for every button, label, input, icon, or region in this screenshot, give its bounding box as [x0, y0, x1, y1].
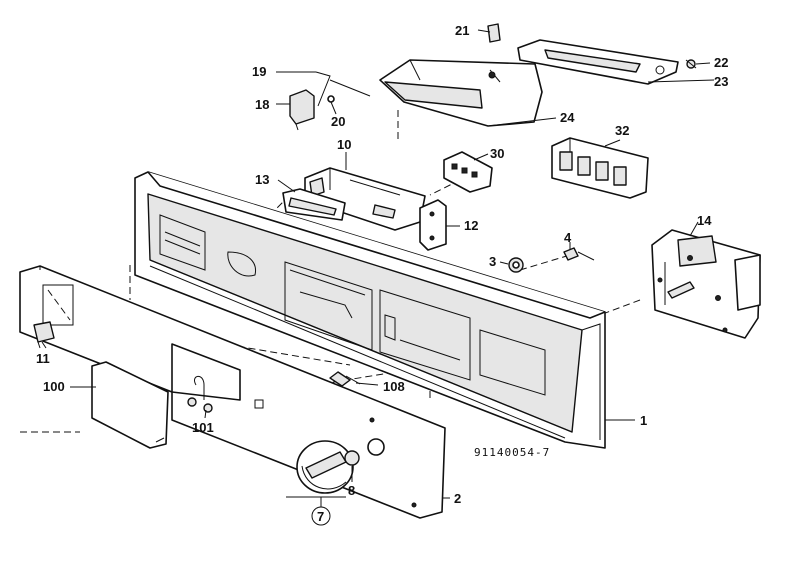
label-part-12: 12: [464, 218, 478, 233]
hook-part-101: [187, 375, 213, 413]
label-part-2: 2: [454, 491, 461, 506]
label-part-13: 13: [255, 172, 269, 187]
leader-lines: [41, 29, 715, 526]
knob-part-7: [296, 440, 354, 494]
label-part-8: 8: [348, 483, 355, 498]
label-part-19: 19: [252, 64, 266, 79]
nut-part-8: [344, 438, 385, 466]
label-part-3: 3: [489, 254, 496, 269]
label-part-21: 21: [455, 23, 469, 38]
label-part-20: 20: [331, 114, 345, 129]
connector-part-30: [443, 151, 493, 193]
label-part-10: 10: [337, 137, 351, 152]
label-part-24: 24: [560, 110, 575, 125]
screw-part-4: [563, 247, 595, 261]
circuit-board-part-14: [651, 229, 761, 339]
label-part-101: 101: [192, 420, 214, 435]
label-part-22: 22: [714, 55, 728, 70]
frame-part-13: [282, 188, 346, 221]
label-part-14: 14: [697, 213, 712, 228]
cover-part-100: [91, 361, 169, 449]
switch-part-18: [289, 89, 315, 131]
label-part-32: 32: [615, 123, 629, 138]
bracket-part-23: [517, 39, 679, 85]
terminal-block-part-32: [551, 137, 649, 199]
label-part-30: 30: [490, 146, 504, 161]
label-part-1: 1: [640, 413, 647, 428]
label-part-11: 11: [36, 351, 50, 366]
part-labels: 21 22 23 19 18 20 24 32 10 30 13 12 14 4…: [36, 23, 728, 524]
bracket-part-12: [419, 199, 447, 251]
label-part-108: 108: [383, 379, 405, 394]
label-part-18: 18: [255, 97, 269, 112]
housing-part-24: [379, 59, 543, 127]
drawing-number: 91140054-7: [474, 446, 550, 459]
label-part-4: 4: [564, 230, 572, 245]
label-part-23: 23: [714, 74, 728, 89]
clip-part-21: [487, 23, 501, 43]
label-part-7: 7: [317, 509, 324, 524]
rod-part-19: [315, 71, 371, 107]
clip-part-11: [33, 321, 55, 349]
screw-part-22: [685, 59, 697, 69]
label-part-100: 100: [43, 379, 65, 394]
control-panel-frame: [134, 171, 606, 449]
nut-part-3: [508, 257, 524, 273]
